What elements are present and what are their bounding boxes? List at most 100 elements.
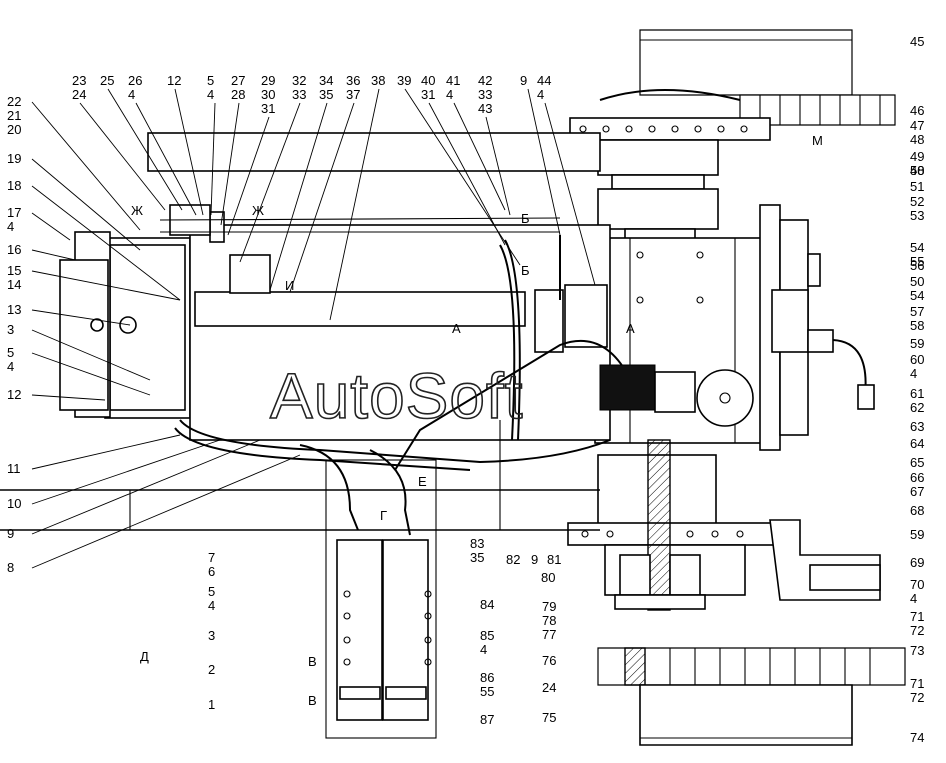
watermark-text: AutoSoft bbox=[270, 360, 524, 432]
right-callout-10-top: 50 bbox=[910, 274, 924, 289]
bottom-callout-9-top: 81 bbox=[547, 552, 561, 567]
right-callout-17-top: 65 bbox=[910, 455, 924, 470]
bottom-callout-4-top: 2 bbox=[208, 662, 215, 677]
view-letter-e: Е bbox=[418, 474, 427, 489]
left-callout-4-bottom: 4 bbox=[7, 219, 14, 234]
right-callout-19-top: 68 bbox=[910, 503, 924, 518]
left-callout-5-top: 16 bbox=[7, 242, 21, 257]
top-callout-17-bottom: 4 bbox=[537, 87, 544, 102]
top-leader-16 bbox=[527, 88, 561, 236]
top-leader-8 bbox=[239, 102, 301, 263]
view-letter-zh2: Ж bbox=[252, 203, 264, 218]
tire-tread-top bbox=[739, 94, 896, 126]
left-callout-2-top: 19 bbox=[7, 151, 21, 166]
top-callout-5-bottom: 4 bbox=[207, 87, 214, 102]
right-callout-3-top: 47 bbox=[910, 118, 924, 133]
left-callout-3-top: 18 bbox=[7, 178, 21, 193]
top-callout-10-top: 36 bbox=[346, 73, 360, 88]
right-callout-23-top: 71 bbox=[910, 609, 924, 624]
right-callout-16-top: 64 bbox=[910, 436, 924, 451]
top-callout-16-top: 9 bbox=[520, 73, 527, 88]
top-leader-11 bbox=[329, 88, 380, 321]
top-callout-6-top: 27 bbox=[231, 73, 245, 88]
left-leader-12 bbox=[31, 439, 221, 505]
left-leader-6 bbox=[31, 270, 181, 301]
bottom-callout-12-top: 79 bbox=[542, 599, 556, 614]
side-brackets bbox=[769, 519, 881, 601]
left-callout-1-mid: 21 bbox=[7, 108, 21, 123]
bottom-callout-12-bottom: 77 bbox=[542, 627, 556, 642]
bottom-callout-15-top: 86 bbox=[480, 670, 494, 685]
top-leader-9 bbox=[269, 102, 328, 291]
left-leader-14 bbox=[31, 454, 301, 569]
wheel-top bbox=[599, 29, 896, 126]
left-callout-8-top: 3 bbox=[7, 322, 14, 337]
bottom-callout-1-top: 7 bbox=[208, 550, 215, 565]
left-callout-9-top: 5 bbox=[7, 345, 14, 360]
right-callout-13-top: 60 bbox=[910, 352, 924, 367]
top-callout-15-bottom: 33 bbox=[478, 87, 492, 102]
top-callout-4-top: 12 bbox=[167, 73, 181, 88]
top-callout-1-top: 23 bbox=[72, 73, 86, 88]
left-leader-1 bbox=[31, 101, 141, 231]
bottom-callout-6-top: 83 bbox=[470, 536, 484, 551]
right-callout-12-top: 59 bbox=[910, 336, 924, 351]
valve-block bbox=[599, 364, 754, 427]
top-leader-14 bbox=[453, 102, 506, 211]
right-callout-14-top: 61 bbox=[910, 386, 924, 401]
frame-lines bbox=[0, 420, 600, 531]
top-leader-2 bbox=[107, 88, 183, 211]
right-callout-11-top: 57 bbox=[910, 304, 924, 319]
top-callout-7-top: 29 bbox=[261, 73, 275, 88]
right-callout-5-top: 50 bbox=[910, 163, 924, 178]
view-letter-b2: Б bbox=[521, 263, 530, 278]
hydraulic-lines bbox=[174, 235, 626, 536]
bottom-callout-13-bottom: 4 bbox=[480, 642, 487, 657]
right-callout-21-top: 69 bbox=[910, 555, 924, 570]
right-callout-18-bottom: 67 bbox=[910, 484, 924, 499]
right-callout-4-bottom: 48 bbox=[910, 163, 924, 178]
right-callout-24-top: 73 bbox=[910, 643, 924, 658]
left-callout-1-top: 22 bbox=[7, 94, 21, 109]
top-callout-7-extra: 31 bbox=[261, 101, 275, 116]
top-leader-7 bbox=[227, 116, 270, 236]
right-callout-7-bottom: 53 bbox=[910, 208, 924, 223]
battery-box bbox=[325, 459, 437, 739]
top-callout-9-bottom: 35 bbox=[319, 87, 333, 102]
right-callout-1-top: 45 bbox=[910, 34, 924, 49]
left-leader-8 bbox=[31, 329, 151, 381]
top-callout-17-top: 44 bbox=[537, 73, 551, 88]
left-leader-5 bbox=[31, 249, 76, 261]
left-callout-10-top: 12 bbox=[7, 387, 21, 402]
right-callout-6-top: 51 bbox=[910, 179, 924, 194]
top-leader-13 bbox=[428, 102, 506, 246]
top-callout-13-bottom: 31 bbox=[421, 87, 435, 102]
left-leader-3 bbox=[31, 185, 181, 301]
view-letter-i: И bbox=[285, 278, 294, 293]
view-letter-d: Д bbox=[140, 649, 149, 664]
top-callout-15-extra: 43 bbox=[478, 101, 492, 116]
left-callout-6-top: 15 bbox=[7, 263, 21, 278]
right-callout-11-bottom: 58 bbox=[910, 318, 924, 333]
top-leader-15 bbox=[485, 116, 511, 216]
top-callout-6-bottom: 28 bbox=[231, 87, 245, 102]
final-drive-lower bbox=[567, 439, 779, 611]
right-callout-18-top: 66 bbox=[910, 470, 924, 485]
right-callout-23-bottom: 72 bbox=[910, 623, 924, 638]
right-callout-10-bottom: 54 bbox=[910, 288, 924, 303]
top-callout-7-bottom: 30 bbox=[261, 87, 275, 102]
bottom-callout-3-top: 3 bbox=[208, 628, 215, 643]
bottom-callout-12-mid: 78 bbox=[542, 613, 556, 628]
left-leader-4 bbox=[31, 212, 71, 241]
top-callout-10-bottom: 37 bbox=[346, 87, 360, 102]
bottom-callout-13-top: 85 bbox=[480, 628, 494, 643]
top-leader-5 bbox=[210, 102, 216, 216]
right-callout-25-bottom: 72 bbox=[910, 690, 924, 705]
right-callout-2-top: 46 bbox=[910, 103, 924, 118]
top-callout-14-bottom: 4 bbox=[446, 87, 453, 102]
right-callout-22-bottom: 4 bbox=[910, 591, 917, 606]
left-callout-7-top: 13 bbox=[7, 302, 21, 317]
bottom-callout-1-bottom: 6 bbox=[208, 564, 215, 579]
view-letter-zh1: Ж bbox=[131, 203, 143, 218]
